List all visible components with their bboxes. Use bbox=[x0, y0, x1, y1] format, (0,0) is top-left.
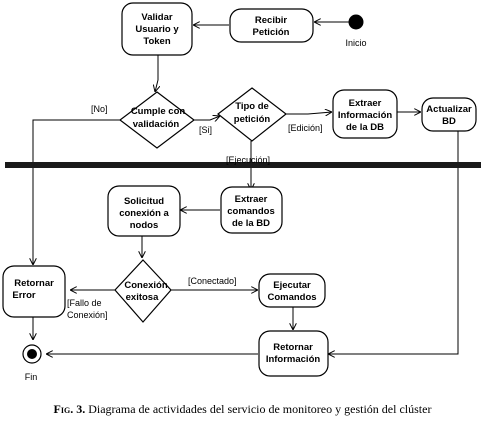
svg-text:comandos: comandos bbox=[227, 206, 275, 217]
svg-text:Información: Información bbox=[338, 110, 393, 121]
edge-actualizar-retornar bbox=[328, 131, 459, 354]
svg-text:petición: petición bbox=[234, 114, 271, 125]
guard-ejecucion: [Ejecución] bbox=[226, 155, 270, 165]
svg-text:BD: BD bbox=[442, 116, 456, 127]
activity-actualizar-bd: Actualizar BD bbox=[421, 97, 477, 132]
svg-text:nodos: nodos bbox=[130, 220, 159, 231]
activity-extraer-comandos: Extraer comandos de la BD bbox=[220, 186, 283, 234]
svg-text:Usuario y: Usuario y bbox=[135, 24, 179, 35]
svg-text:Conexión: Conexión bbox=[124, 280, 167, 291]
svg-text:exitosa: exitosa bbox=[126, 292, 159, 303]
svg-text:Ejecutar: Ejecutar bbox=[273, 280, 311, 291]
activity-recibir-peticion: Recibir Petición bbox=[229, 8, 314, 43]
start-label: Inicio bbox=[345, 38, 366, 48]
activity-ejecutar-comandos: Ejecutar Comandos bbox=[258, 273, 326, 308]
svg-text:Retornar: Retornar bbox=[14, 278, 54, 289]
edge-validar-cumple bbox=[155, 55, 158, 92]
svg-text:Error: Error bbox=[12, 290, 36, 301]
decision-cumple-validacion: Cumple con validación bbox=[119, 91, 195, 149]
decision-tipo-peticion: Tipo de petición bbox=[217, 87, 287, 142]
svg-text:Tipo de: Tipo de bbox=[235, 101, 269, 112]
guard-si: [Si] bbox=[199, 125, 212, 135]
end-node: Fin bbox=[22, 344, 42, 382]
svg-text:Petición: Petición bbox=[253, 27, 290, 38]
guard-edicion: [Edición] bbox=[288, 123, 323, 133]
activity-validar-usuario: Validar Usuario y Token bbox=[121, 2, 193, 56]
svg-text:Actualizar: Actualizar bbox=[426, 104, 472, 115]
svg-text:Cumple con: Cumple con bbox=[131, 106, 186, 117]
activity-retornar-error: Retornar Error bbox=[2, 265, 66, 318]
edges bbox=[33, 22, 459, 354]
svg-text:Extraer: Extraer bbox=[349, 98, 382, 109]
svg-text:validación: validación bbox=[133, 119, 180, 130]
guard-fallo-1: [Fallo de bbox=[67, 298, 102, 308]
svg-text:Token: Token bbox=[143, 36, 170, 47]
svg-text:de la BD: de la BD bbox=[232, 218, 270, 229]
guard-no: [No] bbox=[91, 104, 108, 114]
edge-cumple-no bbox=[33, 119, 120, 265]
end-label: Fin bbox=[25, 372, 38, 382]
activity-solicitud-conexion: Solicitud conexión a nodos bbox=[107, 185, 181, 237]
svg-text:Retornar: Retornar bbox=[273, 342, 313, 353]
guard-fallo-2: Conexión] bbox=[67, 310, 108, 320]
svg-text:Solicitud: Solicitud bbox=[124, 196, 164, 207]
svg-text:de la DB: de la DB bbox=[346, 122, 384, 133]
svg-text:Información: Información bbox=[266, 354, 321, 365]
svg-text:Comandos: Comandos bbox=[267, 292, 316, 303]
svg-text:Recibir: Recibir bbox=[255, 15, 288, 26]
sync-bar bbox=[5, 162, 481, 168]
activity-diagram: Inicio Fin Validar Usuario y Token Recib… bbox=[2, 2, 481, 382]
start-node: Inicio bbox=[345, 14, 367, 48]
decision-conexion-exitosa: Conexión exitosa bbox=[114, 259, 172, 323]
guard-conectado: [Conectado] bbox=[188, 276, 237, 286]
svg-text:Extraer: Extraer bbox=[235, 194, 268, 205]
activity-retornar-informacion: Retornar Información bbox=[258, 330, 329, 377]
svg-text:Validar: Validar bbox=[141, 12, 172, 23]
svg-text:conexión a: conexión a bbox=[119, 208, 169, 219]
figure-number: Fig. 3. bbox=[53, 402, 86, 416]
activity-extraer-informacion: Extraer Información de la DB bbox=[332, 89, 398, 139]
edge-tipo-edicion bbox=[286, 112, 332, 114]
caption-text: Diagrama de actividades del servicio de … bbox=[85, 402, 432, 416]
edge-cumple-si bbox=[194, 116, 220, 120]
figure-caption: Fig. 3. Diagrama de actividades del serv… bbox=[0, 402, 485, 417]
